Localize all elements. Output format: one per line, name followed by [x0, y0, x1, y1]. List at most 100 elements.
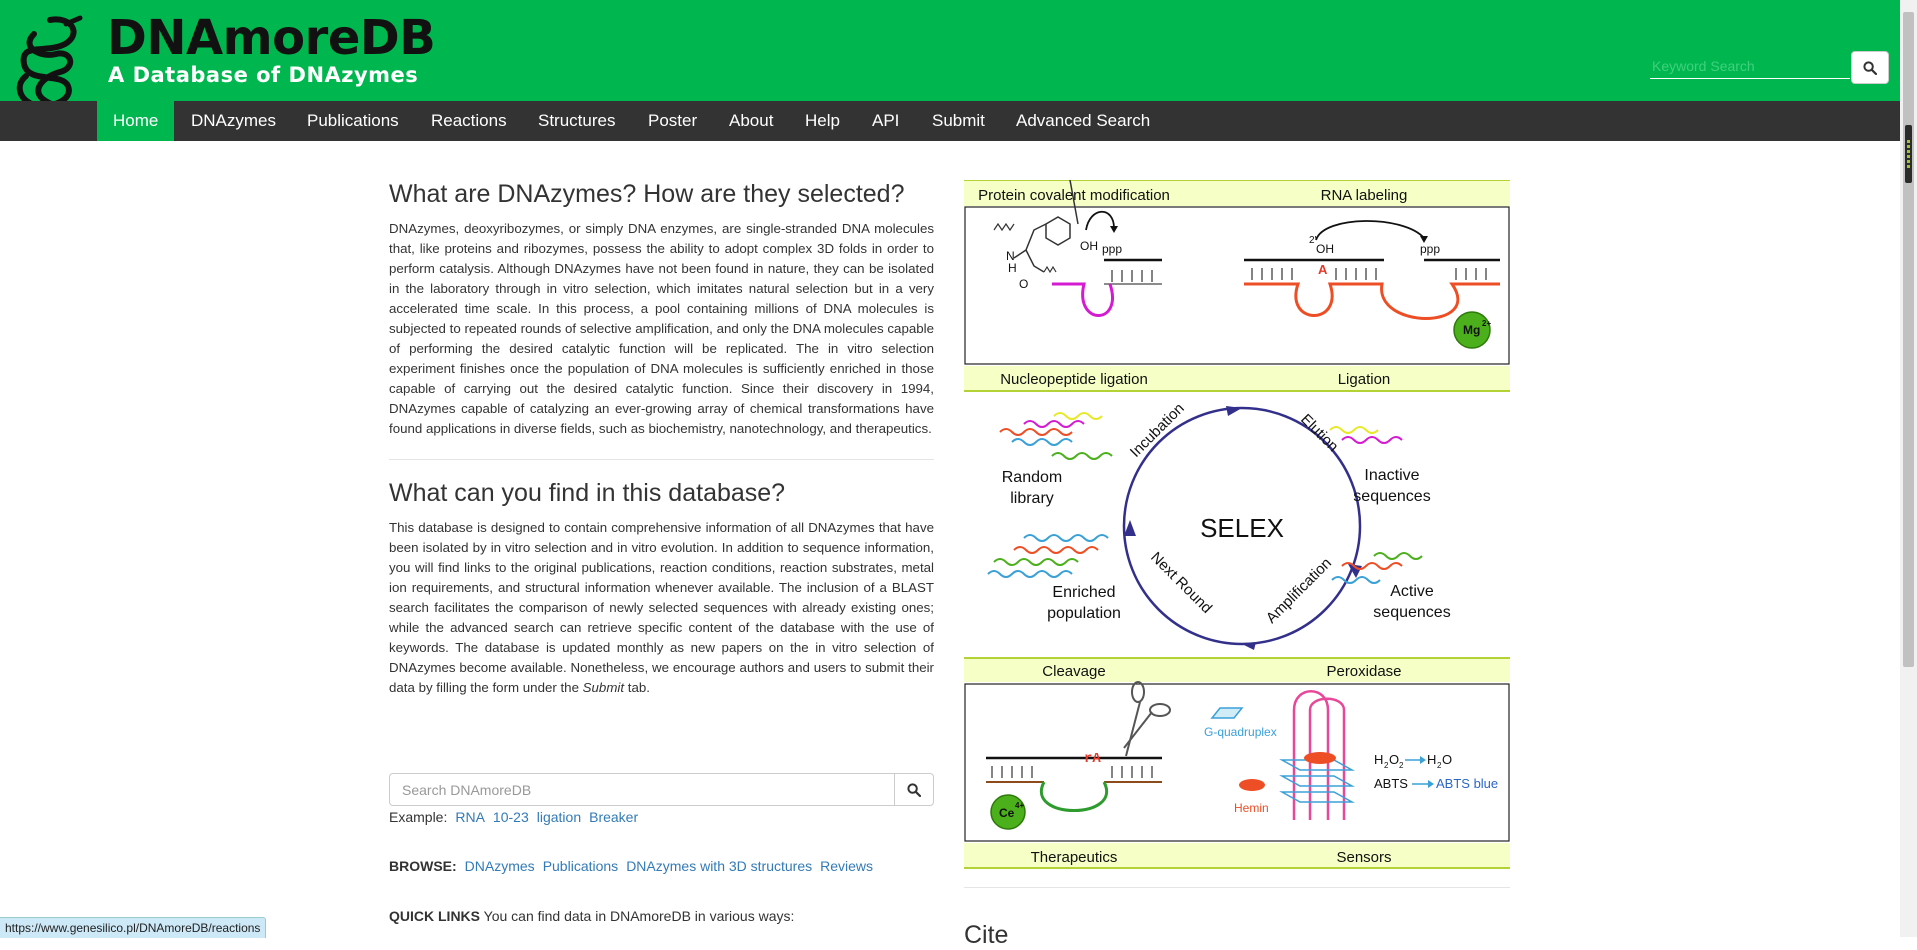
svg-text:ppp: ppp: [1102, 242, 1122, 256]
scrollbar-thumb[interactable]: [1903, 12, 1914, 667]
svg-text:ABTS blue: ABTS blue: [1436, 776, 1498, 791]
keyword-search-button[interactable]: [1851, 51, 1889, 84]
label-inactive: Inactive: [1364, 467, 1419, 484]
label-peroxidase: Peroxidase: [1326, 663, 1401, 680]
random-library-waves: [999, 412, 1113, 460]
svg-text:O: O: [1389, 752, 1399, 767]
site-subtitle: A Database of DNAzymes: [108, 63, 419, 87]
browse-link-publications[interactable]: Publications: [542, 858, 619, 874]
search-examples: Example: RNA 10-23 ligation Breaker: [389, 808, 638, 826]
svg-text:2': 2': [1309, 235, 1317, 246]
svg-text:H: H: [1427, 752, 1436, 767]
inactive-sequences-waves: [1329, 426, 1403, 444]
page-scrollbar[interactable]: [1900, 0, 1917, 937]
label-sensors: Sensors: [1336, 849, 1391, 866]
svg-text:N: N: [1006, 249, 1015, 263]
nav-home[interactable]: Home: [97, 101, 175, 141]
nav-reactions[interactable]: Reactions: [431, 111, 507, 130]
svg-text:Mg: Mg: [1463, 323, 1480, 337]
svg-text:H: H: [1374, 752, 1383, 767]
nav-api[interactable]: API: [872, 111, 900, 130]
nav-about[interactable]: About: [729, 111, 774, 130]
svg-text:A: A: [1318, 262, 1328, 277]
example-link-breaker[interactable]: Breaker: [589, 809, 639, 825]
db-search-button[interactable]: [894, 773, 934, 806]
label-inactive-sequences: sequences: [1353, 488, 1430, 505]
nav-advanced-search[interactable]: Advanced Search: [1016, 111, 1151, 130]
band-top: [964, 180, 1510, 206]
svg-text:2: 2: [1384, 761, 1389, 770]
example-link-10-23[interactable]: 10-23: [492, 809, 529, 825]
svg-text:Ce: Ce: [999, 806, 1015, 820]
scissors-icon: [1123, 681, 1171, 757]
label-cleavage: Cleavage: [1042, 663, 1105, 680]
browse-link-dnazymes[interactable]: DNAzymes: [464, 858, 535, 874]
svg-text:2+: 2+: [1482, 319, 1491, 328]
quick-links-label: QUICK LINKS: [389, 908, 480, 924]
svg-text:OH: OH: [1316, 242, 1334, 256]
selex-label: SELEX: [1200, 513, 1284, 543]
browse-link-reviews[interactable]: Reviews: [820, 858, 874, 874]
svg-text:H: H: [1008, 261, 1017, 275]
label-enriched: Enriched: [1052, 584, 1115, 601]
label-ligation: Ligation: [1338, 371, 1391, 388]
dnazyme-logo[interactable]: [10, 14, 92, 114]
label-active-sequences: sequences: [1373, 604, 1450, 621]
section-text-what-are: DNAzymes, deoxyribozymes, or simply DNA …: [389, 221, 934, 436]
svg-text:2: 2: [1437, 761, 1442, 770]
nav-structures[interactable]: Structures: [538, 111, 616, 130]
protein-modification-diagram: N H O OH ppp: [993, 180, 1162, 317]
nav-dnazymes[interactable]: DNAzymes: [191, 111, 277, 130]
db-search-input[interactable]: [389, 773, 894, 806]
nav-publications[interactable]: Publications: [307, 111, 399, 130]
label-active: Active: [1390, 583, 1434, 600]
band-low: [964, 658, 1510, 682]
arc-label-incubation: Incubation: [1127, 400, 1188, 461]
label-population: population: [1047, 605, 1121, 622]
scroll-marker-dots: [1907, 140, 1910, 170]
nav-poster[interactable]: Poster: [648, 111, 698, 130]
section-text-find: This database is designed to contain com…: [389, 518, 934, 698]
label-nucleopeptide-ligation: Nucleopeptide ligation: [1000, 371, 1148, 388]
svg-text:2: 2: [1399, 761, 1404, 770]
nav-submit[interactable]: Submit: [932, 111, 985, 130]
browse-link-3d-structures[interactable]: DNAzymes with 3D structures: [626, 858, 813, 874]
search-icon: [1863, 60, 1877, 75]
status-bar-url: https://www.genesilico.pl/DNAmoreDB/reac…: [0, 917, 267, 938]
db-search-group: [389, 773, 934, 806]
svg-text:O: O: [1019, 277, 1028, 291]
site-title[interactable]: DNAmoreDB: [107, 10, 436, 66]
quick-links: QUICK LINKS You can find data in DNAmore…: [389, 907, 794, 925]
submit-emphasis: Submit: [582, 680, 625, 695]
divider: [389, 459, 934, 460]
section-heading-what-are: What are DNAzymes? How are they selected…: [389, 180, 905, 208]
band-bottom: [964, 843, 1510, 869]
arc-label-elution: Elution: [1297, 411, 1341, 455]
svg-text:O: O: [1442, 752, 1452, 767]
svg-text:4+: 4+: [1015, 801, 1024, 810]
cite-divider: [964, 887, 1510, 888]
nav-help[interactable]: Help: [805, 111, 840, 130]
label-therapeutics: Therapeutics: [1031, 849, 1118, 866]
svg-text:ppp: ppp: [1420, 242, 1440, 256]
section-text-find-main: This database is designed to contain com…: [389, 520, 934, 695]
peroxidase-diagram: G-quadruplex Hemin H 2 O 2 H 2 O ABTS AB…: [1204, 690, 1498, 820]
example-link-ligation[interactable]: ligation: [536, 809, 582, 825]
label-g-quadruplex: G-quadruplex: [1204, 725, 1277, 739]
keyword-search-input[interactable]: [1650, 54, 1850, 79]
example-link-rna[interactable]: RNA: [455, 809, 485, 825]
cleavage-diagram: rA Ce 4+: [986, 681, 1171, 830]
quick-links-text: You can find data in DNAmoreDB in variou…: [483, 908, 795, 924]
svg-text:OH: OH: [1080, 239, 1098, 253]
main-nav: Home DNAzymes Publications Reactions Str…: [0, 101, 1900, 141]
examples-label: Example:: [389, 809, 448, 825]
dnazyme-overview-figure: Protein covalent modification RNA labeli…: [964, 180, 1510, 870]
selex-cycle-diagram: SELEX Incubation Elution Amplification N…: [987, 400, 1451, 650]
rna-labeling-diagram: 2' OH ppp A Mg 2+: [1244, 220, 1500, 349]
band-mid: [964, 366, 1510, 392]
active-sequences-waves: [1331, 552, 1423, 584]
header-bar: DNAmoreDB A Database of DNAzymes: [0, 0, 1900, 114]
intro-column: What are DNAzymes? How are they selected…: [389, 175, 934, 698]
arc-label-amplification: Amplification: [1263, 555, 1335, 627]
